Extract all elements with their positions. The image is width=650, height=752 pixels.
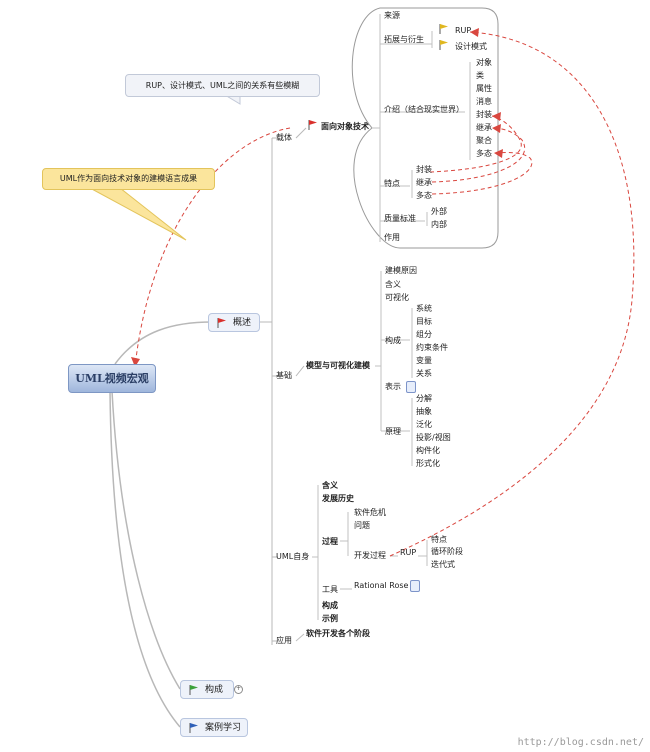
process-label[interactable]: 过程 <box>322 537 338 546</box>
intro-item[interactable]: 消息 <box>476 97 492 106</box>
modeling-node[interactable]: 模型与可视化建模 <box>306 361 370 370</box>
design-patterns-label[interactable]: 设计模式 <box>455 42 487 51</box>
composition-item[interactable]: 约束条件 <box>416 343 448 352</box>
principles-reason-label[interactable]: 建模原因 <box>385 266 417 275</box>
note-callout: RUP、设计模式、UML之间的关系有些模糊 <box>125 74 320 97</box>
feature-item[interactable]: 多态 <box>416 191 432 200</box>
case-study-node[interactable]: 案例学习 <box>180 718 248 737</box>
carrier-label[interactable]: 载体 <box>276 133 292 142</box>
features-label[interactable]: 特点 <box>384 179 400 188</box>
principle-item[interactable]: 抽象 <box>416 407 432 416</box>
overview-label: 概述 <box>233 318 252 328</box>
watermark: http://blog.csdn.net/ <box>517 737 644 748</box>
feature-item[interactable]: 封装 <box>416 165 432 174</box>
root-node[interactable]: UML视频宏观 <box>68 364 156 393</box>
feature-item[interactable]: 继承 <box>416 178 432 187</box>
intro-item[interactable]: 属性 <box>476 84 492 93</box>
modeling-composition-label[interactable]: 构成 <box>385 336 401 345</box>
rup-item[interactable]: 迭代式 <box>431 560 455 569</box>
green-flag-icon <box>189 685 198 695</box>
standard-item[interactable]: 内部 <box>431 220 447 229</box>
representation-label[interactable]: 表示 <box>385 382 401 391</box>
overview-node[interactable]: 概述 <box>208 313 260 332</box>
blue-flag-icon <box>189 723 198 733</box>
tools-label[interactable]: 工具 <box>322 585 338 594</box>
problems-label[interactable]: 问题 <box>354 521 370 530</box>
extension-label[interactable]: 拓展与衍生 <box>384 35 424 44</box>
composition-item[interactable]: 变量 <box>416 356 432 365</box>
software-crisis-label[interactable]: 软件危机 <box>354 508 386 517</box>
principle-label[interactable]: 原理 <box>385 427 401 436</box>
principle-item[interactable]: 分解 <box>416 394 432 403</box>
composition-item[interactable]: 关系 <box>416 369 432 378</box>
rational-rose-label[interactable]: Rational Rose <box>354 581 409 590</box>
application-label[interactable]: 应用 <box>276 636 292 645</box>
stages-label[interactable]: 软件开发各个阶段 <box>306 629 370 638</box>
red-flag-icon <box>308 120 317 130</box>
dev-process-label[interactable]: 开发过程 <box>354 551 386 560</box>
rup-item[interactable]: 循环阶段 <box>431 547 463 556</box>
meaning-label[interactable]: 含义 <box>385 280 401 289</box>
composition-item[interactable]: 组分 <box>416 330 432 339</box>
standard-label[interactable]: 质量标准 <box>384 214 416 223</box>
uml-itself-label[interactable]: UML自身 <box>276 552 310 561</box>
basis-label[interactable]: 基础 <box>276 371 292 380</box>
uml-meaning-label[interactable]: 含义 <box>322 481 338 490</box>
red-flag-icon <box>217 318 226 328</box>
attachment-icon[interactable] <box>406 381 416 393</box>
uml-composition-label[interactable]: 构成 <box>322 601 338 610</box>
principle-item[interactable]: 泛化 <box>416 420 432 429</box>
examples-label[interactable]: 示例 <box>322 614 338 623</box>
composition-item[interactable]: 目标 <box>416 317 432 326</box>
intro-item[interactable]: 多态 <box>476 149 492 158</box>
standard-item[interactable]: 外部 <box>431 207 447 216</box>
uml-rup-label[interactable]: RUP <box>400 548 417 557</box>
intro-item[interactable]: 继承 <box>476 123 492 132</box>
composition-label: 构成 <box>205 685 224 695</box>
attachment-icon[interactable] <box>410 580 420 592</box>
composition-item[interactable]: 系统 <box>416 304 432 313</box>
source-label[interactable]: 来源 <box>384 11 400 20</box>
visualization-label[interactable]: 可视化 <box>385 293 409 302</box>
principle-item[interactable]: 形式化 <box>416 459 440 468</box>
yellow-flag-icon <box>439 40 448 50</box>
case-study-label: 案例学习 <box>205 723 242 733</box>
yellow-flag-icon <box>439 24 448 34</box>
history-label[interactable]: 发展历史 <box>322 494 354 503</box>
intro-item[interactable]: 类 <box>476 71 484 80</box>
intro-item[interactable]: 聚合 <box>476 136 492 145</box>
expand-toggle-icon[interactable]: + <box>234 685 243 694</box>
composition-node[interactable]: 构成 <box>180 680 234 699</box>
principle-item[interactable]: 投影/视图 <box>416 433 451 442</box>
usage-label[interactable]: 作用 <box>384 233 400 242</box>
principle-item[interactable]: 构件化 <box>416 446 440 455</box>
intro-item[interactable]: 封装 <box>476 110 492 119</box>
highlight-callout: UML作为面向技术对象的建模语言成果 <box>42 168 215 190</box>
rup-item[interactable]: 特点 <box>431 535 447 544</box>
intro-label[interactable]: 介绍（结合现实世界） <box>384 105 464 114</box>
intro-item[interactable]: 对象 <box>476 58 492 67</box>
oo-tech-node[interactable]: 面向对象技术 <box>321 122 369 131</box>
rup-label[interactable]: RUP <box>455 26 472 35</box>
